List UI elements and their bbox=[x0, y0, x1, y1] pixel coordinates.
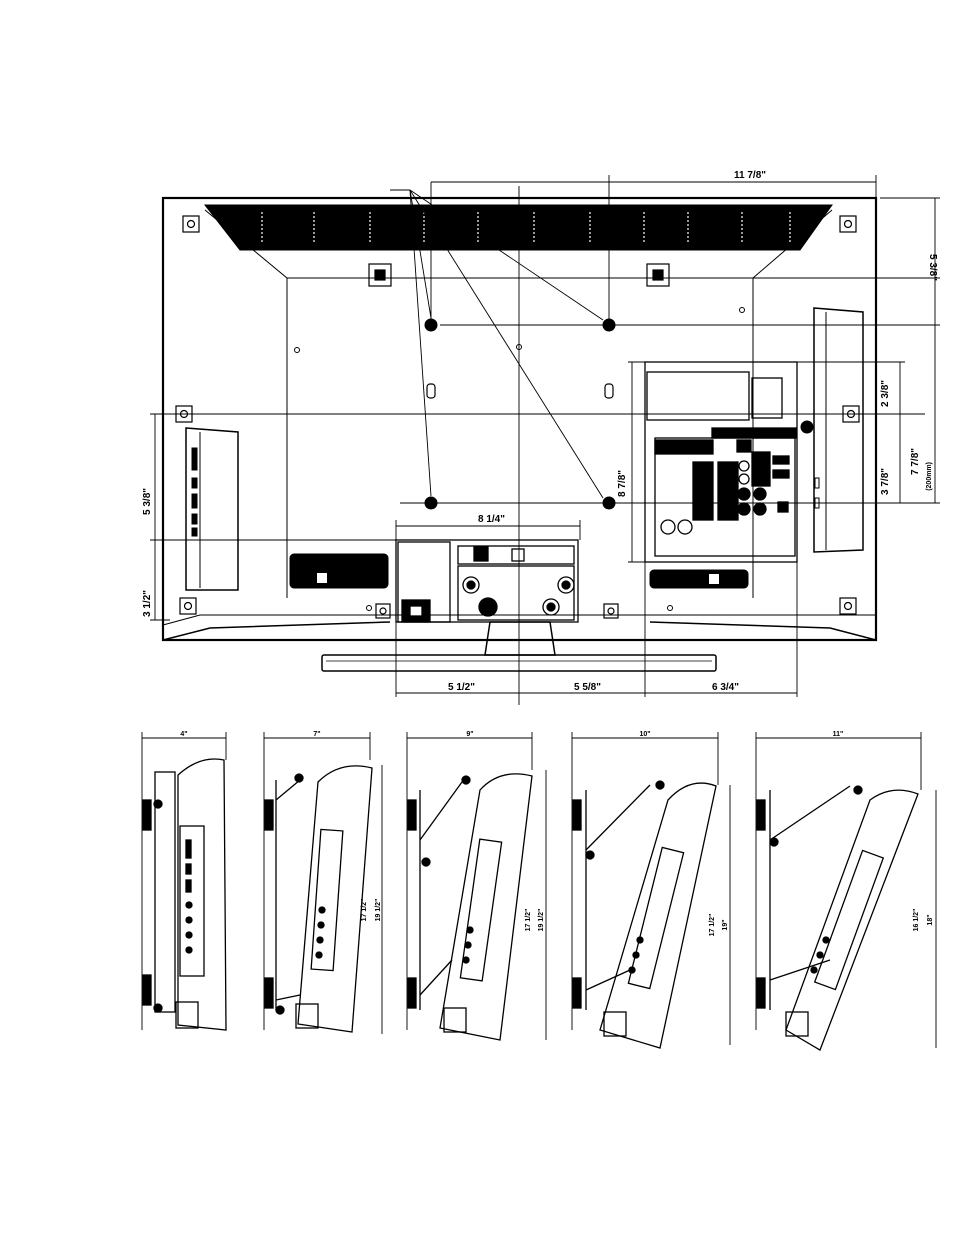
side-3-height-a: 17 1/2" bbox=[525, 909, 532, 932]
side-2-height-b: 19 1/2" bbox=[375, 899, 382, 922]
side-view-5 bbox=[756, 732, 936, 1050]
side-3-height-b: 19 1/2" bbox=[538, 909, 545, 932]
side-view-3 bbox=[407, 732, 546, 1040]
stand-base bbox=[163, 622, 876, 671]
dim-bottom-b: 5 5/8" bbox=[574, 682, 601, 693]
dim-left-lower: 3 1/2" bbox=[142, 590, 153, 617]
dim-upper-height: 5 3/8" bbox=[927, 254, 938, 281]
dim-left-upper: 5 3/8" bbox=[142, 488, 153, 515]
corner-screws bbox=[176, 216, 859, 618]
dim-bottom-a: 5 1/2" bbox=[448, 682, 475, 693]
tv-rear-view bbox=[163, 190, 876, 671]
side-5-depth: 11" bbox=[833, 731, 844, 738]
dim-bottom-c: 6 3/4" bbox=[712, 682, 739, 693]
dim-vesa-metric: (200mm) bbox=[926, 462, 933, 491]
side-1-depth: 4" bbox=[180, 731, 187, 738]
side-4-depth: 10" bbox=[639, 731, 650, 738]
dim-panel-height: 8 7/8" bbox=[617, 470, 628, 497]
dim-base-width: 8 1/4" bbox=[478, 514, 505, 525]
side-2-depth: 7" bbox=[313, 731, 320, 738]
lower-connector-box bbox=[396, 540, 578, 622]
dim-mid-height-a: 2 3/8" bbox=[880, 380, 891, 407]
side-4-height-b: 19" bbox=[722, 919, 729, 930]
side-view-1 bbox=[142, 732, 226, 1030]
dim-vesa-total: 7 7/8" bbox=[910, 448, 921, 475]
side-3-depth: 9" bbox=[466, 731, 473, 738]
right-speaker bbox=[650, 570, 748, 588]
side-4-height-a: 17 1/2" bbox=[709, 914, 716, 937]
side-view-4 bbox=[572, 732, 730, 1048]
dim-top-width: 11 7/8" bbox=[734, 170, 766, 181]
connector-panel bbox=[645, 362, 797, 562]
side-5-height-a: 16 1/2" bbox=[913, 909, 920, 932]
side-2-height-a: 17 1/2" bbox=[361, 899, 368, 922]
side-view-2 bbox=[264, 732, 382, 1034]
side-view-labels: 4" 7" 9" 10" 11" 17 1/2" 19 1/2" 17 1/2"… bbox=[180, 731, 934, 936]
vent-strip bbox=[205, 205, 832, 250]
side-views bbox=[142, 732, 936, 1050]
dim-mid-height-b: 3 7/8" bbox=[880, 468, 891, 495]
left-speaker bbox=[290, 554, 388, 588]
side-5-height-b: 18" bbox=[927, 914, 934, 925]
